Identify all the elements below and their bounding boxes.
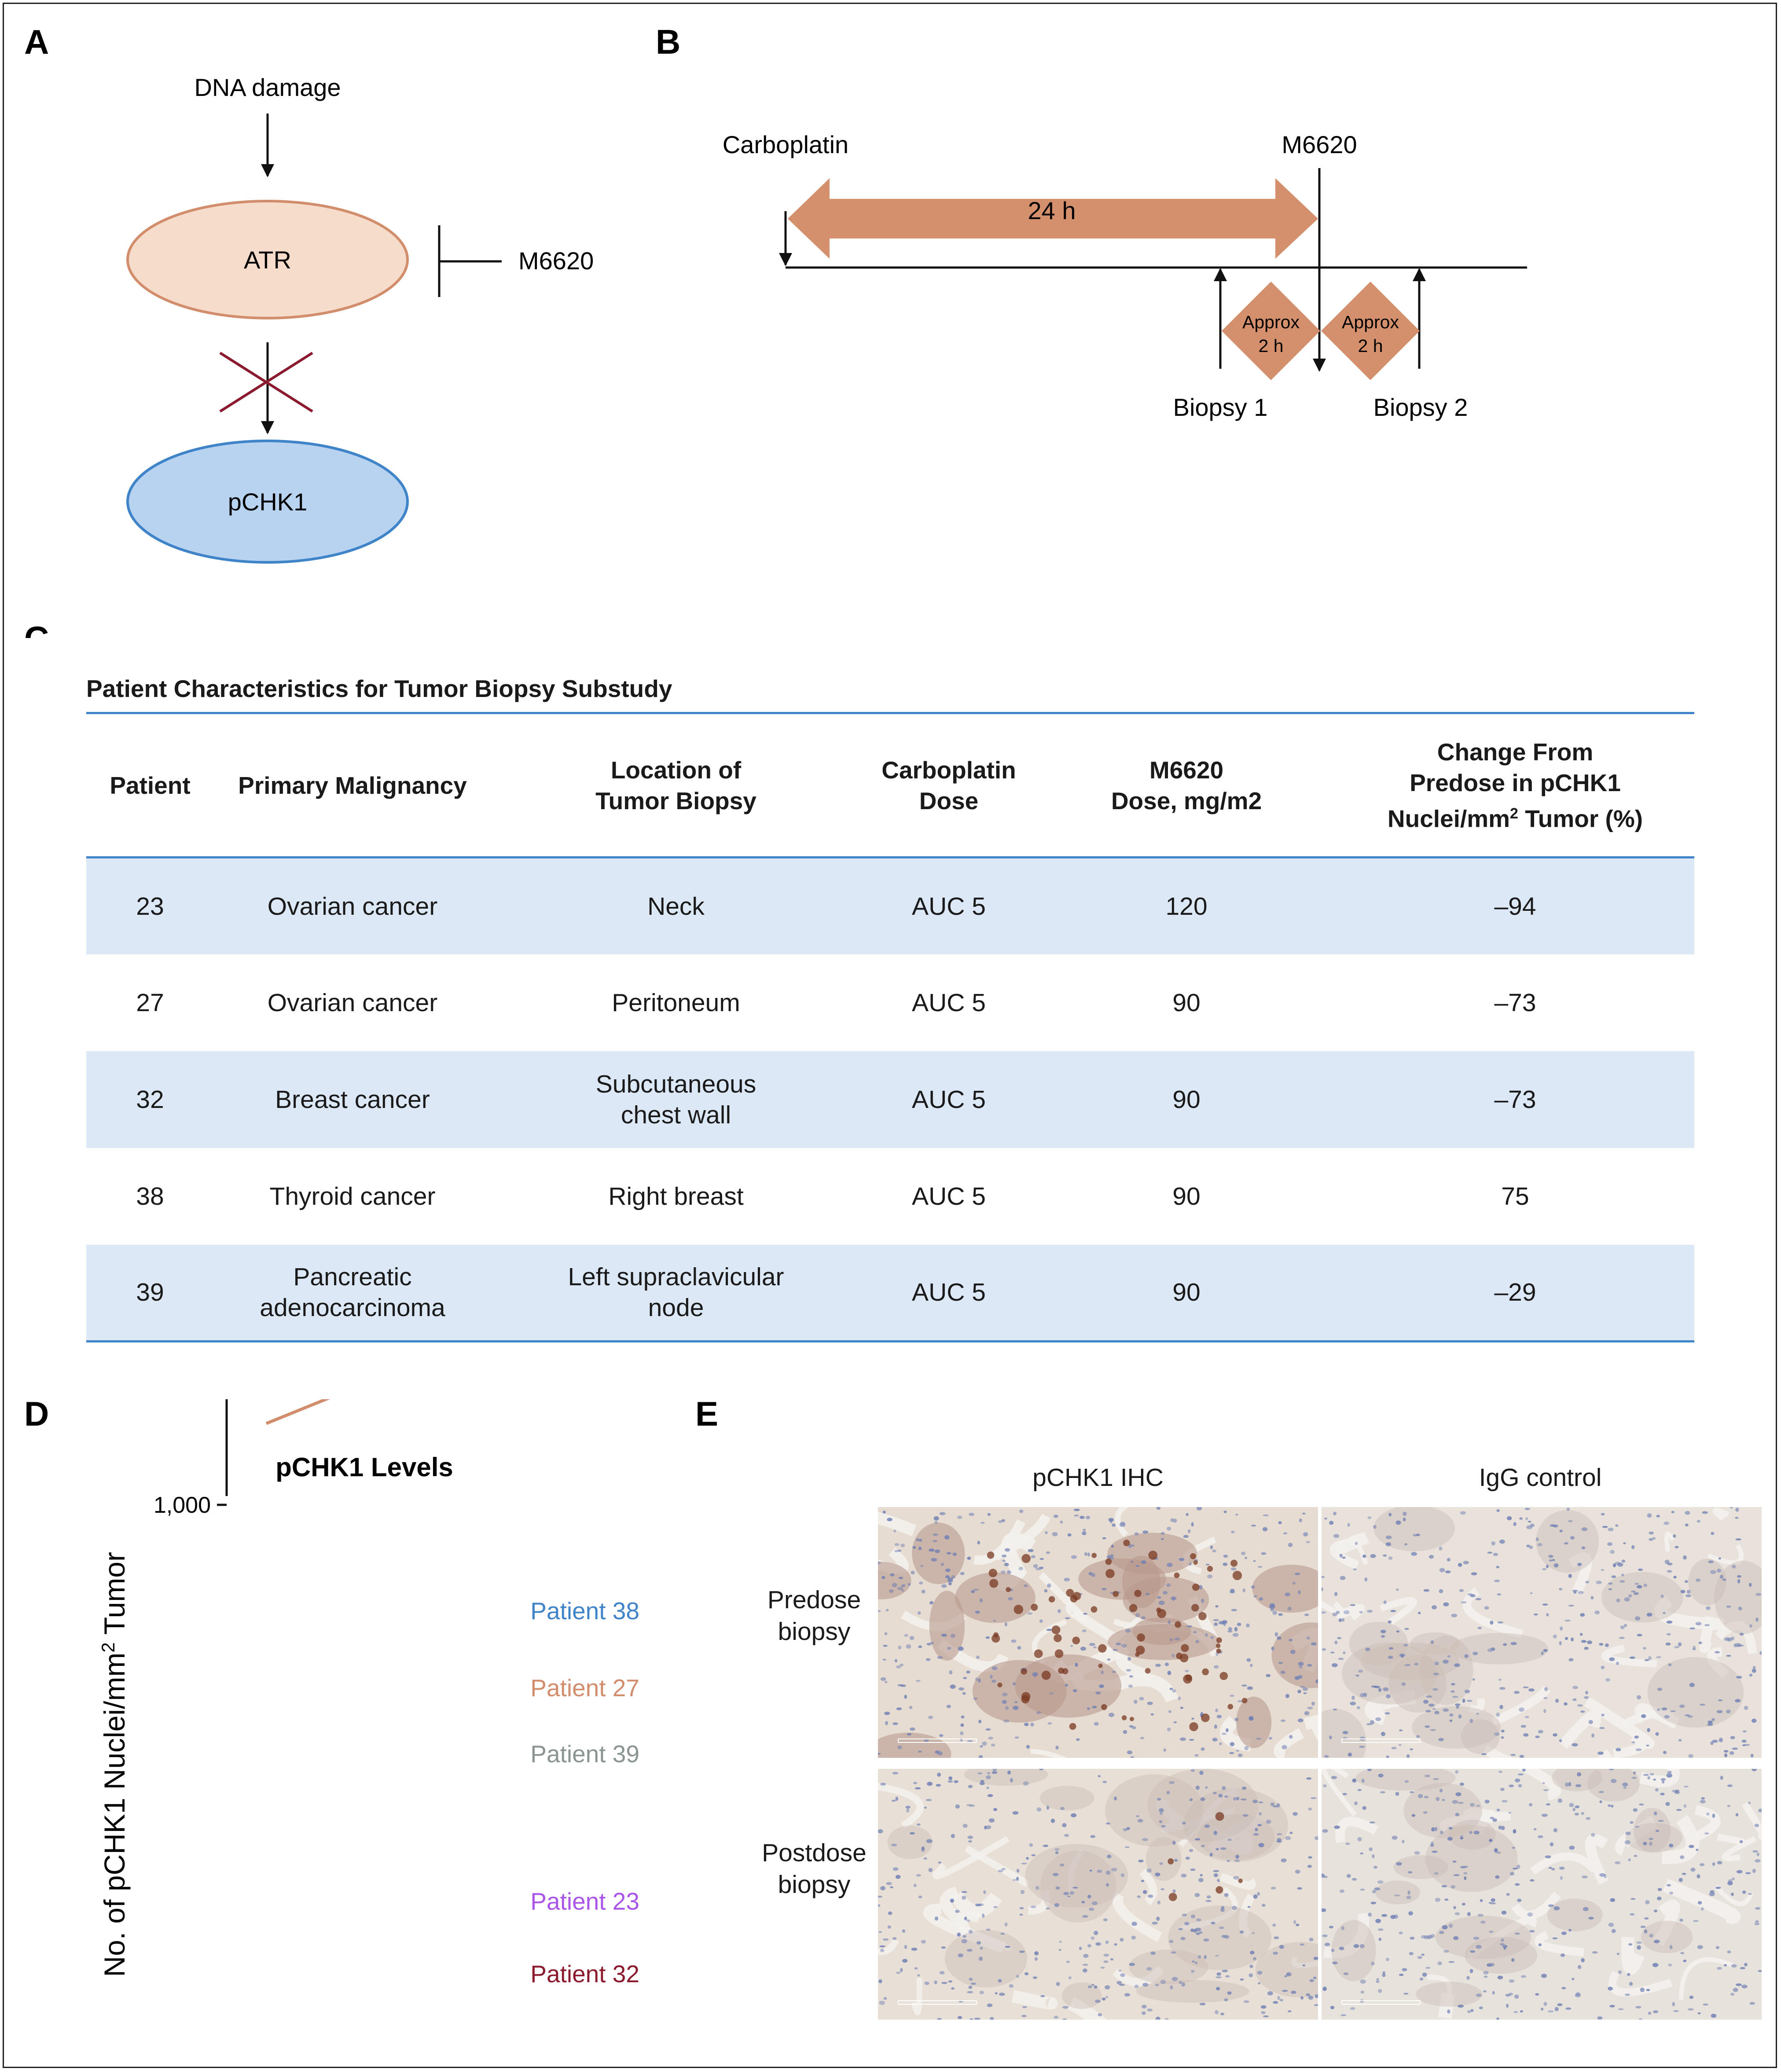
cell-location: Neck xyxy=(647,892,705,920)
carboplatin-label: Carboplatin xyxy=(723,131,848,158)
series-line-patient-27 xyxy=(265,1399,330,1425)
biopsy1-label: Biopsy 1 xyxy=(1173,393,1268,421)
cell-patient: 39 xyxy=(136,1278,164,1307)
cell-change: 75 xyxy=(1501,1182,1529,1210)
cell-malignancy: Thyroid cancer xyxy=(269,1182,436,1210)
biopsy2-label: Biopsy 2 xyxy=(1373,393,1468,421)
inhibitor-label: M6620 xyxy=(518,247,594,275)
cell-dose: 90 xyxy=(1172,1085,1201,1114)
chart-title: pCHK1 Levels xyxy=(275,1452,453,1482)
figure-frame xyxy=(3,3,1777,2068)
approx-box-1-line2: 2 h xyxy=(1259,336,1284,356)
cell-patient: 27 xyxy=(136,988,164,1017)
24h-label: 24 h xyxy=(1028,197,1076,224)
24h-double-arrow xyxy=(788,178,1318,259)
cell-malignancy: Breast cancer xyxy=(275,1085,430,1114)
table-row: 38 Thyroid cancer Right breast AUC 5 90 … xyxy=(86,1148,1694,1245)
atr-node xyxy=(126,200,409,319)
panel-c: Patient Characteristics for Tumor Biopsy… xyxy=(86,673,1694,1342)
cell-carboplatin: AUC 5 xyxy=(912,1278,986,1307)
table-row: 23 Ovarian cancer Neck AUC 5 120 –94 xyxy=(86,857,1694,954)
cell-dose: 90 xyxy=(1172,988,1201,1017)
cell-dose: 120 xyxy=(1165,892,1208,920)
cell-change: –29 xyxy=(1494,1278,1536,1307)
approx-box-2 xyxy=(1321,282,1420,380)
panels-a-b: A DNA damage ATR M6620 pCHK1 B Carboplat… xyxy=(24,22,1527,638)
panel-label-b: B xyxy=(656,22,680,61)
panel-label-a: A xyxy=(24,22,49,61)
ihc-image-pchk1-postdose xyxy=(878,1769,1318,2020)
cell-carboplatin: AUC 5 xyxy=(912,988,986,1017)
cell-carboplatin: AUC 5 xyxy=(912,1182,986,1210)
y-axis-label: No. of pCHK1 Nuclei/mm2 Tumor xyxy=(98,1552,131,1977)
col-header-malignancy: Primary Malignancy xyxy=(238,771,467,799)
approx-box-2-line1: Approx xyxy=(1342,312,1399,332)
series-label: Patient 39 xyxy=(530,1740,639,1768)
cell-patient: 32 xyxy=(136,1085,164,1114)
ihc-image-igg-predose xyxy=(1322,1507,1762,1758)
cell-location: Right breast xyxy=(608,1182,744,1210)
cell-dose: 90 xyxy=(1172,1182,1201,1210)
ihc-image-pchk1-predose xyxy=(878,1507,1318,1758)
panel-d-chart: D pCHK1 Levels No. of pCHK1 Nuclei/mm2 T… xyxy=(24,1399,639,1988)
col-label-igg-control: IgG control xyxy=(1479,1463,1602,1492)
series-label: Patient 32 xyxy=(530,1960,639,1988)
atr-label: ATR xyxy=(244,246,291,274)
approx-box-1-line1: Approx xyxy=(1242,312,1300,332)
y-tick-label: 1,000 xyxy=(154,1493,211,1518)
col-header-patient: Patient xyxy=(110,771,191,799)
dna-damage-label: DNA damage xyxy=(194,73,341,101)
cell-patient: 23 xyxy=(136,892,164,920)
scale-bar xyxy=(898,2000,977,2005)
col-label-pchk1-ihc: pCHK1 IHC xyxy=(1032,1463,1164,1492)
scale-bar xyxy=(898,1738,977,1743)
approx-box-2-line2: 2 h xyxy=(1358,336,1383,356)
approx-box-1 xyxy=(1222,282,1320,380)
series-label: Patient 23 xyxy=(530,1888,639,1915)
m6620-label: M6620 xyxy=(1282,131,1357,158)
panel-label-d: D xyxy=(24,1399,49,1433)
cell-change: –94 xyxy=(1494,892,1536,920)
series-label: Patient 38 xyxy=(530,1597,639,1625)
cell-change: –73 xyxy=(1494,1085,1536,1114)
cell-patient: 38 xyxy=(136,1182,164,1210)
cell-change: –73 xyxy=(1494,988,1536,1017)
series-label: Patient 27 xyxy=(530,1674,639,1702)
cell-carboplatin: AUC 5 xyxy=(912,892,986,920)
table-row: 27 Ovarian cancer Peritoneum AUC 5 90 –7… xyxy=(86,954,1694,1051)
pchk1-node xyxy=(126,440,409,564)
panel-e-header: E xyxy=(695,1394,718,1433)
scale-bar xyxy=(1341,1738,1421,1743)
cell-malignancy: Ovarian cancer xyxy=(267,892,438,920)
panel-label-e: E xyxy=(695,1394,718,1433)
table-title: Patient Characteristics for Tumor Biopsy… xyxy=(86,675,672,702)
panel-label-c: C xyxy=(24,619,49,638)
scale-bar xyxy=(1341,2000,1421,2005)
cell-dose: 90 xyxy=(1172,1278,1201,1307)
cell-location: Peritoneum xyxy=(612,988,740,1017)
ihc-image-igg-postdose xyxy=(1322,1769,1762,2020)
cell-malignancy: Ovarian cancer xyxy=(267,988,438,1017)
block-x-stroke-2 xyxy=(219,352,313,413)
cell-carboplatin: AUC 5 xyxy=(912,1085,986,1114)
pchk1-label: pCHK1 xyxy=(228,488,308,516)
